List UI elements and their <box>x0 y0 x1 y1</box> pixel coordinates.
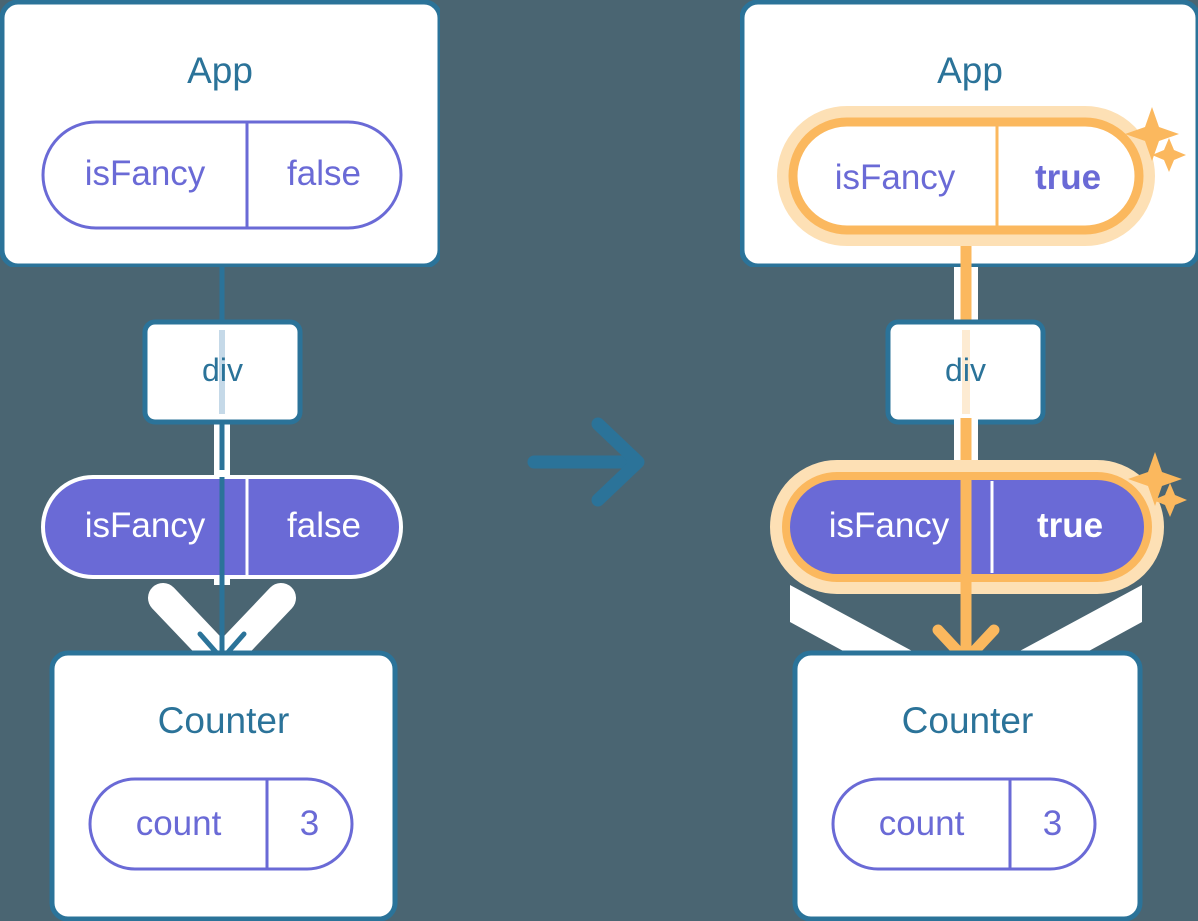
counter-pill-right <box>831 777 1097 871</box>
app-pill-right <box>777 106 1155 246</box>
sparkle-large-icon-app <box>1125 107 1179 161</box>
counter-pill-left <box>88 777 354 871</box>
sparkle-small-icon-app <box>1152 138 1186 172</box>
arrow-right-icon <box>527 417 645 507</box>
app-pill-left <box>41 120 403 230</box>
sparkle-large-icon-prop <box>1128 452 1182 506</box>
sparkle-small-icon-prop <box>1153 483 1187 517</box>
